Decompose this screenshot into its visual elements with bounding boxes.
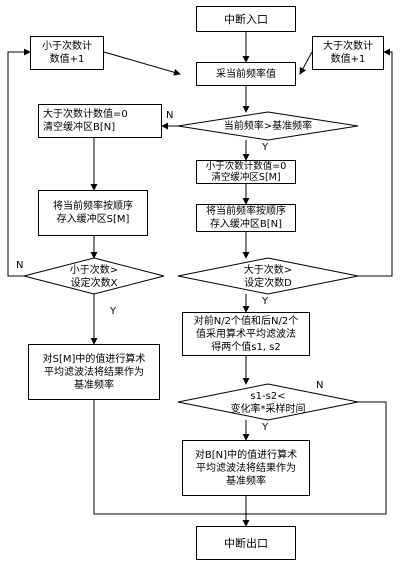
clear-buffer-b-node: 大于次数计数值=0 清空缓冲区B[N] <box>38 104 162 138</box>
less-yes-label: Y <box>110 306 117 317</box>
average-b-node: 对B[N]中的值进行算术 平均滤波法将结果作为 基准频率 <box>182 440 310 496</box>
entry-node: 中断入口 <box>196 6 296 32</box>
decision-compare <box>177 111 359 141</box>
exit-node: 中断出口 <box>196 526 296 560</box>
diff-check-text: s1-s2< 变化率*采样时间 <box>230 391 306 415</box>
sample-frequency-node: 采当前频率值 <box>196 62 296 86</box>
diff-yes-label: Y <box>262 422 269 433</box>
average-s-node: 对S[M]中的值进行算术 平均滤波法将结果作为 基准频率 <box>28 344 160 400</box>
greater-yes-label: Y <box>262 296 269 307</box>
store-buffer-s-node: 将当前频率按顺序 存入缓冲区S[M] <box>38 190 148 236</box>
decision-greater-check <box>177 257 359 295</box>
less-count-increment-node: 小于次数计 数值+1 <box>30 36 104 70</box>
clear-buffer-s-node: 小于次数计数值=0 清空缓冲区S[M] <box>196 160 296 184</box>
split-average-node: 对前N/2个值和后N/2个 值采用算术平均滤波法 得两个值s1, s2 <box>182 312 310 356</box>
store-buffer-b-node: 将当前频率按顺序 存入缓冲区B[N] <box>196 204 296 232</box>
compare-no-label: N <box>166 110 174 121</box>
less-no-label: N <box>16 260 24 271</box>
decision-diff-check <box>177 383 359 421</box>
less-check-text: 小于次数> 设定次数X <box>69 265 119 289</box>
greater-count-increment-node: 大于次数计 数值+1 <box>312 36 384 70</box>
greater-check-text: 大于次数> 设定次数D <box>243 265 293 289</box>
compare-text: 当前频率>基准频率 <box>223 121 313 132</box>
diff-no-label: N <box>316 380 324 391</box>
compare-yes-label: Y <box>262 142 269 153</box>
